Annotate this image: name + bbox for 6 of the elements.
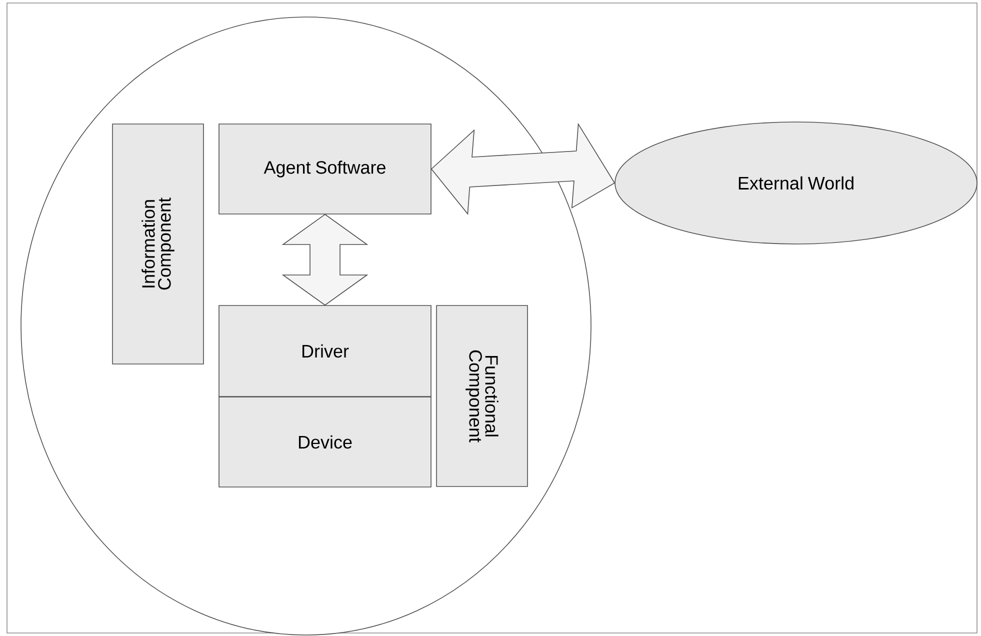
component-box: Device [218, 396, 432, 488]
component-box: Functional Component [436, 305, 528, 487]
component-box: Information Component [112, 124, 204, 364]
component-box: Agent Software [218, 124, 432, 214]
component-box: Driver [218, 305, 432, 397]
ellipse-node: External World [614, 122, 978, 244]
